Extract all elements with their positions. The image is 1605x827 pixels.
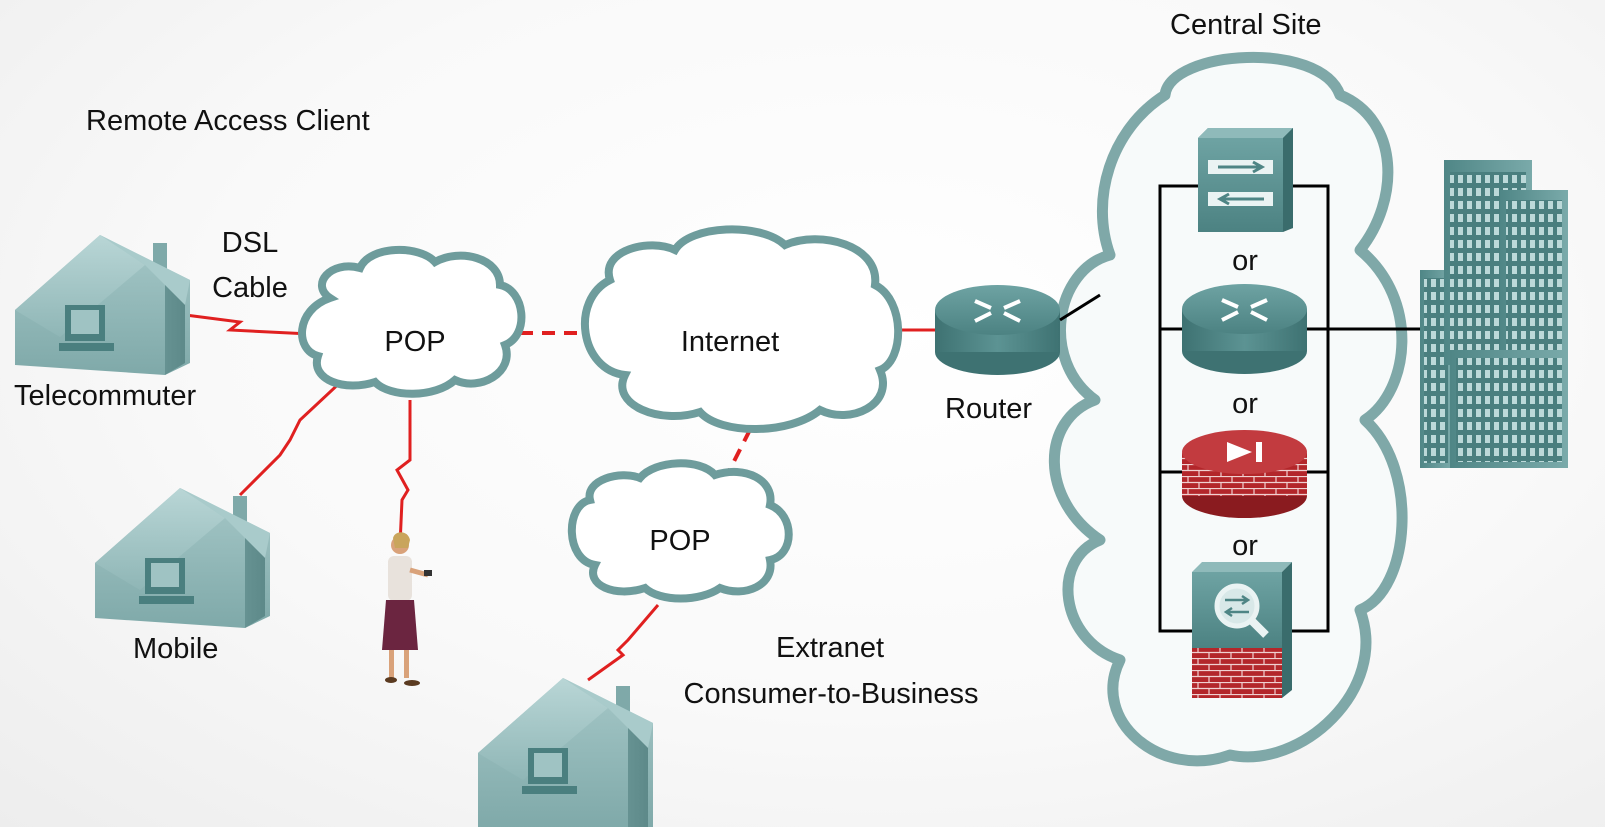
- dsl-label: DSL: [221, 227, 279, 259]
- telecommuter-label: Telecommuter: [14, 380, 197, 412]
- pop-bottom-label: POP: [649, 525, 711, 557]
- or-label-2: or: [1232, 388, 1258, 420]
- or-label-1: or: [1232, 245, 1258, 277]
- house-icon: [15, 235, 190, 375]
- consumer-to-business-label: Consumer-to-Business: [683, 678, 979, 710]
- central-site-label: Central Site: [1170, 9, 1322, 41]
- or-label-3: or: [1232, 530, 1258, 562]
- remote-access-client-label: Remote Access Client: [86, 105, 370, 137]
- person-icon: [382, 532, 432, 686]
- central-site-cloud: [1048, 52, 1408, 767]
- cable-label: Cable: [212, 272, 288, 304]
- router-icon: [935, 285, 1060, 375]
- cloud-icon: [567, 459, 793, 603]
- router-icon: [1182, 284, 1307, 374]
- firewall-icon: [1182, 430, 1307, 518]
- multilayer-switch-icon: [1198, 128, 1293, 232]
- internet-label: Internet: [680, 326, 780, 358]
- pop-left-label: POP: [384, 326, 446, 358]
- extranet-label: Extranet: [776, 632, 884, 664]
- cloud-icon: [581, 225, 903, 433]
- vpn-concentrator-icon: [1192, 562, 1292, 698]
- router-label: Router: [945, 393, 1033, 425]
- building-icon: [1420, 160, 1568, 468]
- cloud-icon: [298, 246, 526, 398]
- house-icon: [478, 678, 653, 827]
- wan-links: [169, 311, 935, 682]
- mobile-label: Mobile: [133, 633, 219, 665]
- house-icon: [95, 488, 270, 628]
